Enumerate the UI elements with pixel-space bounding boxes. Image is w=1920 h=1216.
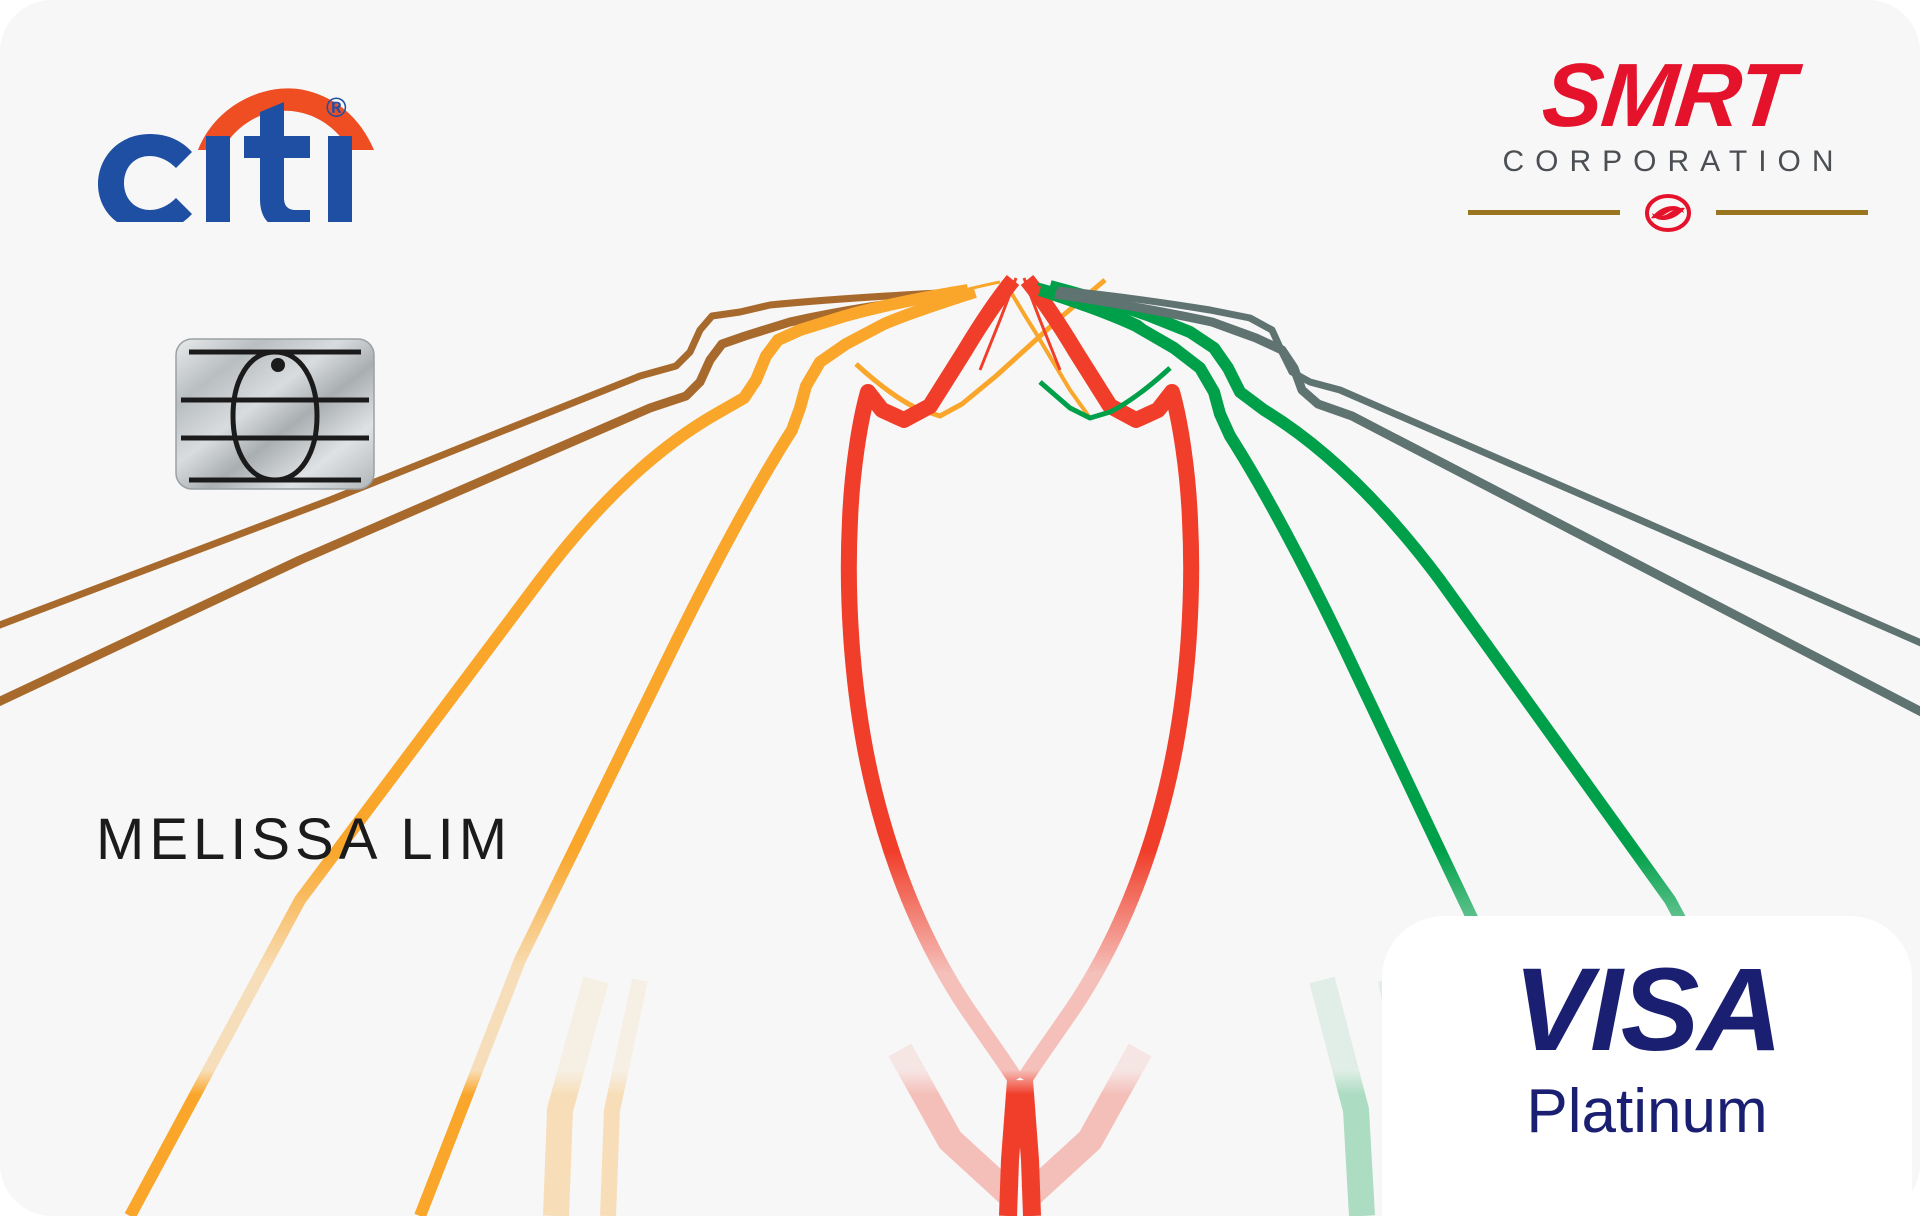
registered-trademark-symbol: ® [326, 92, 347, 123]
smrt-rule-and-mark [1468, 194, 1868, 232]
cardholder-name: MELISSA LIM [96, 807, 513, 872]
smrt-rule-left [1468, 210, 1620, 215]
citi-wordmark-icon [98, 88, 374, 222]
smrt-subtitle: CORPORATION [1502, 145, 1845, 178]
smrt-rule-right [1716, 210, 1868, 215]
smrt-corporation-logo: SMRT CORPORATION [1468, 46, 1868, 240]
visa-wordmark: VISA [1513, 944, 1782, 1076]
visa-tier-label: Platinum [1526, 1077, 1768, 1146]
smrt-wordmark: SMRT [1538, 46, 1798, 146]
emv-chip-icon [175, 338, 375, 490]
smrt-circle-mark-icon [1645, 194, 1691, 232]
visa-network-panel: VISA Platinum [1382, 916, 1912, 1216]
citi-logo: ® [88, 72, 408, 232]
